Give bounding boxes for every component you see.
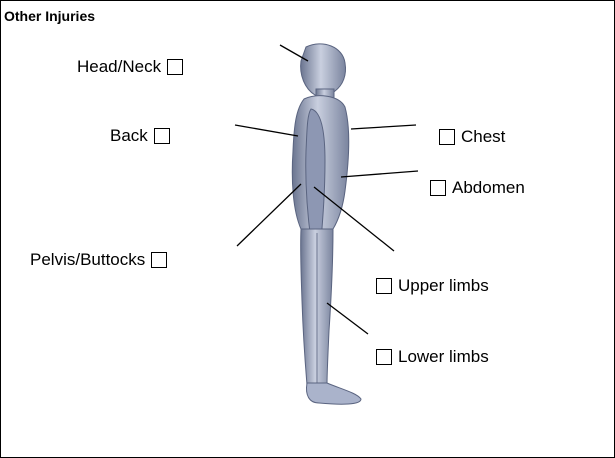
chest-checkbox[interactable] — [439, 129, 455, 145]
chest-label: Chest — [461, 127, 505, 147]
head-neck-checkbox[interactable] — [167, 59, 183, 75]
lower-limbs-label: Lower limbs — [398, 347, 489, 367]
pelvis-buttocks-option[interactable]: Pelvis/Buttocks — [30, 250, 167, 270]
lower-limbs-checkbox[interactable] — [376, 349, 392, 365]
back-label: Back — [110, 126, 148, 146]
upper-limbs-checkbox[interactable] — [376, 278, 392, 294]
abdomen-label: Abdomen — [452, 178, 525, 198]
back-option[interactable]: Back — [110, 126, 170, 146]
upper-limbs-option[interactable]: Upper limbs — [376, 276, 489, 296]
pelvis-buttocks-checkbox[interactable] — [151, 252, 167, 268]
head-neck-label: Head/Neck — [77, 57, 161, 77]
panel-title: Other Injuries — [4, 8, 95, 24]
back-checkbox[interactable] — [154, 128, 170, 144]
abdomen-checkbox[interactable] — [430, 180, 446, 196]
lower-limbs-option[interactable]: Lower limbs — [376, 347, 489, 367]
upper-limbs-label: Upper limbs — [398, 276, 489, 296]
pelvis-buttocks-label: Pelvis/Buttocks — [30, 250, 145, 270]
abdomen-option[interactable]: Abdomen — [430, 178, 525, 198]
head-neck-option[interactable]: Head/Neck — [77, 57, 183, 77]
chest-option[interactable]: Chest — [439, 127, 505, 147]
